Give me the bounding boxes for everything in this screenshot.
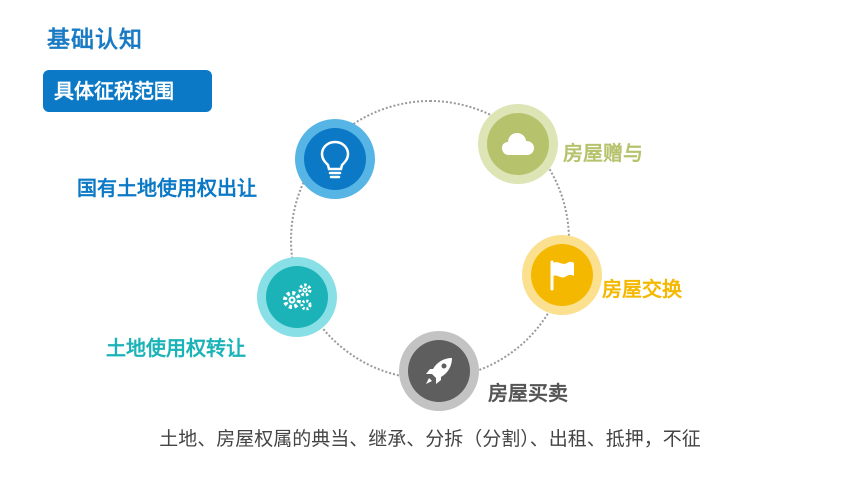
section-badge-label: 具体征税范围 [54, 79, 174, 103]
label-house-exchange: 房屋交换 [602, 277, 682, 301]
label-land-grant: 国有土地使用权出让 [77, 176, 257, 200]
page-title: 基础认知 [47, 27, 143, 53]
footer-note: 土地、房屋权属的典当、继承、分拆（分割）、出租、抵押，不征 [159, 428, 701, 450]
node-house-sale [399, 331, 479, 411]
node-land-grant [295, 119, 375, 199]
rocket-icon [426, 358, 452, 384]
section-badge: 具体征税范围 [43, 70, 212, 112]
label-house-gift: 房屋赠与 [563, 141, 643, 165]
label-land-transfer: 土地使用权转让 [106, 336, 246, 360]
label-house-sale: 房屋买卖 [488, 381, 568, 405]
node-house-gift [478, 104, 558, 184]
node-land-transfer [257, 257, 337, 337]
cloud-icon [502, 133, 534, 155]
lightbulb-icon [320, 140, 350, 179]
node-house-exchange [522, 235, 602, 315]
flag-icon [550, 260, 574, 291]
gears-icon [283, 283, 312, 311]
